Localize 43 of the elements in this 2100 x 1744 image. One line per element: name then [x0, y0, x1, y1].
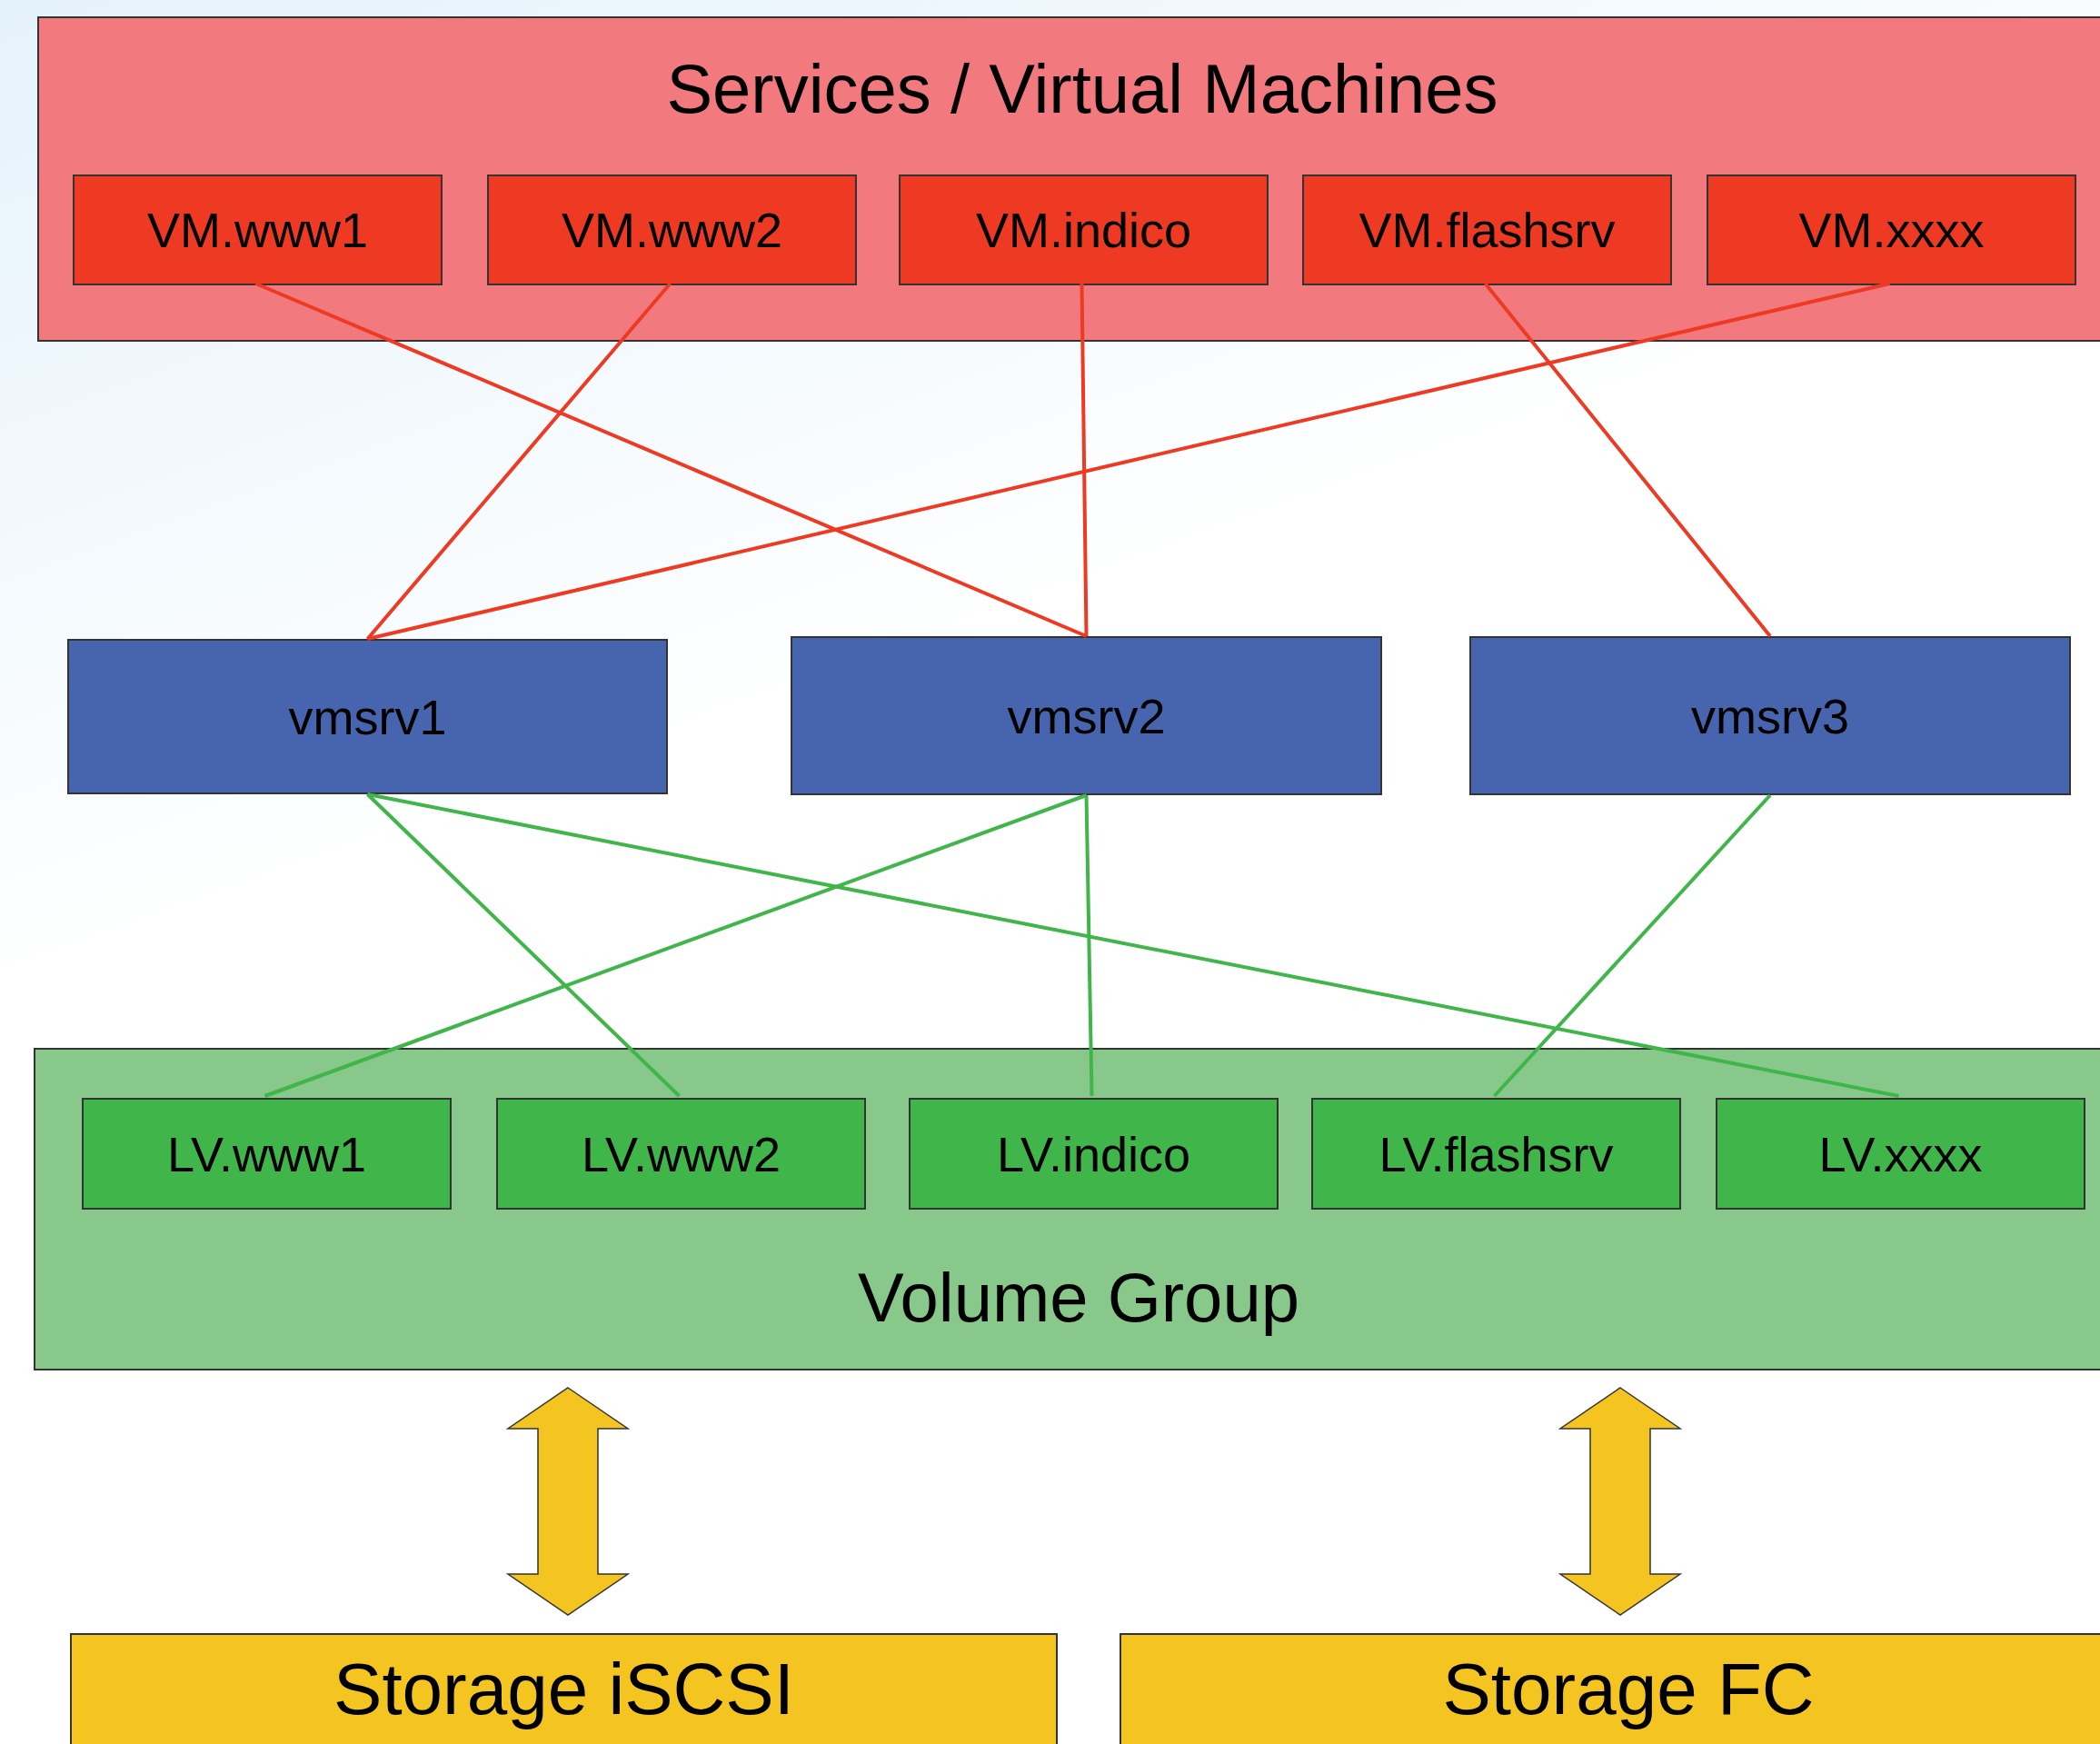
node-label: VM.www2: [562, 205, 782, 254]
vm-box: [1707, 174, 2076, 285]
volume-box: [909, 1098, 1279, 1210]
node-label: vmsrv2: [1007, 691, 1166, 741]
node-label: vmsrv1: [288, 692, 447, 742]
connector-line: [366, 792, 681, 1098]
vm-box: [899, 174, 1269, 285]
node-label: LV.www2: [581, 1129, 781, 1179]
node-label: LV.indico: [996, 1129, 1191, 1179]
node-label: LV.www1: [166, 1129, 367, 1179]
storage-box: [70, 1633, 1058, 1744]
node-label: LV.xxxx: [1818, 1129, 1983, 1179]
volume-box: [82, 1098, 452, 1210]
double-block-arrow: [505, 1387, 631, 1616]
services-band: [37, 16, 2100, 342]
volume-box: [496, 1098, 866, 1210]
node-label: Services / Virtual Machines: [666, 55, 1498, 124]
double-block-arrow: [1558, 1387, 1683, 1616]
connector-line: [1483, 282, 1772, 638]
vm-box: [487, 174, 857, 285]
volume-box: [1311, 1098, 1681, 1210]
vm-box: [73, 174, 443, 285]
volume-box: [1716, 1098, 2085, 1210]
connector-line: [365, 282, 672, 641]
node-label: VM.www1: [147, 205, 368, 254]
vm-box: [1302, 174, 1672, 285]
server-box: [791, 636, 1382, 795]
connector-line: [367, 282, 1890, 641]
node-label: VM.flashsrv: [1359, 205, 1616, 254]
connector-line: [1493, 793, 1772, 1098]
connector-line: [1084, 794, 1094, 1097]
node-label: VM.xxxx: [1798, 205, 1985, 254]
node-label: LV.flashsrv: [1378, 1129, 1614, 1179]
node-label: vmsrv3: [1691, 691, 1849, 741]
connector-line: [254, 282, 1088, 638]
node-label: VM.indico: [975, 205, 1192, 254]
server-box: [1469, 636, 2071, 795]
connector-line: [264, 793, 1088, 1098]
volume-group-band: [34, 1048, 2100, 1370]
connector-line: [1080, 283, 1089, 637]
storage-box: [1120, 1633, 2100, 1744]
connector-line: [367, 792, 1899, 1098]
server-box: [67, 639, 668, 794]
